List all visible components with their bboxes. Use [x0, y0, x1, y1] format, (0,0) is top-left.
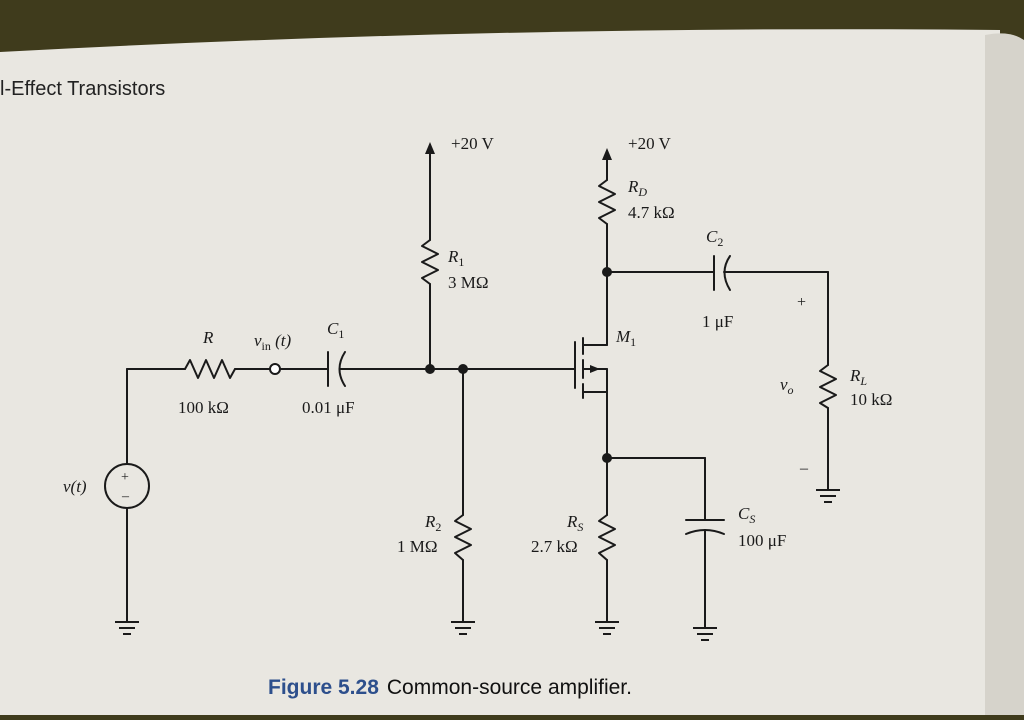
c1-label: C1: [327, 319, 344, 341]
junction-drain: [602, 267, 612, 277]
figure-number: Figure 5.28: [268, 676, 379, 699]
rd-label: RD: [627, 177, 647, 199]
rs-label: RS: [566, 512, 583, 534]
paper-background: [0, 29, 1000, 715]
vo-plus: +: [797, 294, 806, 311]
r-value: 100 kΩ: [178, 398, 229, 417]
rl-label: RL: [849, 366, 867, 388]
c2-value: 1 μF: [702, 312, 733, 331]
c1-value: 0.01 μF: [302, 398, 355, 417]
m1-label: M1: [615, 327, 636, 349]
r2-value: 1 MΩ: [397, 537, 438, 556]
r2-label: R2: [424, 512, 441, 534]
resistor-rl-symbol: [819, 364, 837, 409]
junction-gate-right: [458, 364, 468, 374]
ground-source-icon: [115, 621, 139, 635]
vin-terminal: [269, 363, 281, 375]
cs-value: 100 μF: [738, 531, 786, 550]
resistor-r2-symbol: [454, 514, 472, 561]
vdd-left-label: +20 V: [451, 134, 495, 153]
vdd-left-arrow: [425, 142, 435, 154]
r1-value: 3 MΩ: [448, 273, 489, 292]
vo-label: vo: [780, 375, 794, 397]
resistor-r-symbol: [184, 359, 236, 379]
figure-caption-text: Common-source amplifier.: [386, 676, 632, 699]
page-edge: [985, 33, 1024, 716]
ground-r2-icon: [451, 621, 475, 635]
junction-source: [602, 453, 612, 463]
source-label: v(t): [63, 477, 87, 496]
mosfet-body-arrow: [590, 365, 600, 373]
resistor-r1-symbol: [421, 239, 439, 285]
rs-value: 2.7 kΩ: [531, 537, 578, 556]
ground-rl-icon: [816, 489, 840, 503]
resistor-rd-symbol: [598, 179, 616, 225]
vin-label: vin (t): [254, 331, 292, 353]
ground-cs-icon: [693, 627, 717, 641]
resistor-rs-symbol: [598, 514, 616, 561]
r1-label: R1: [447, 247, 464, 269]
c2-label: C2: [706, 227, 723, 249]
chapter-header: l-Effect Transistors: [0, 78, 166, 100]
vo-minus: –: [799, 460, 809, 477]
vdd-right-arrow: [602, 148, 612, 160]
r-name: R: [202, 328, 214, 347]
ground-rs-icon: [595, 621, 619, 635]
rd-value: 4.7 kΩ: [628, 203, 675, 222]
source-plus: +: [121, 470, 129, 485]
vdd-right-label: +20 V: [628, 134, 672, 153]
rl-value: 10 kΩ: [850, 390, 892, 409]
junction-gate-left: [425, 364, 435, 374]
cs-label: CS: [738, 504, 755, 526]
figure-caption: Figure 5.28 Common-source amplifier.: [268, 676, 632, 700]
source-minus: –: [121, 489, 130, 504]
